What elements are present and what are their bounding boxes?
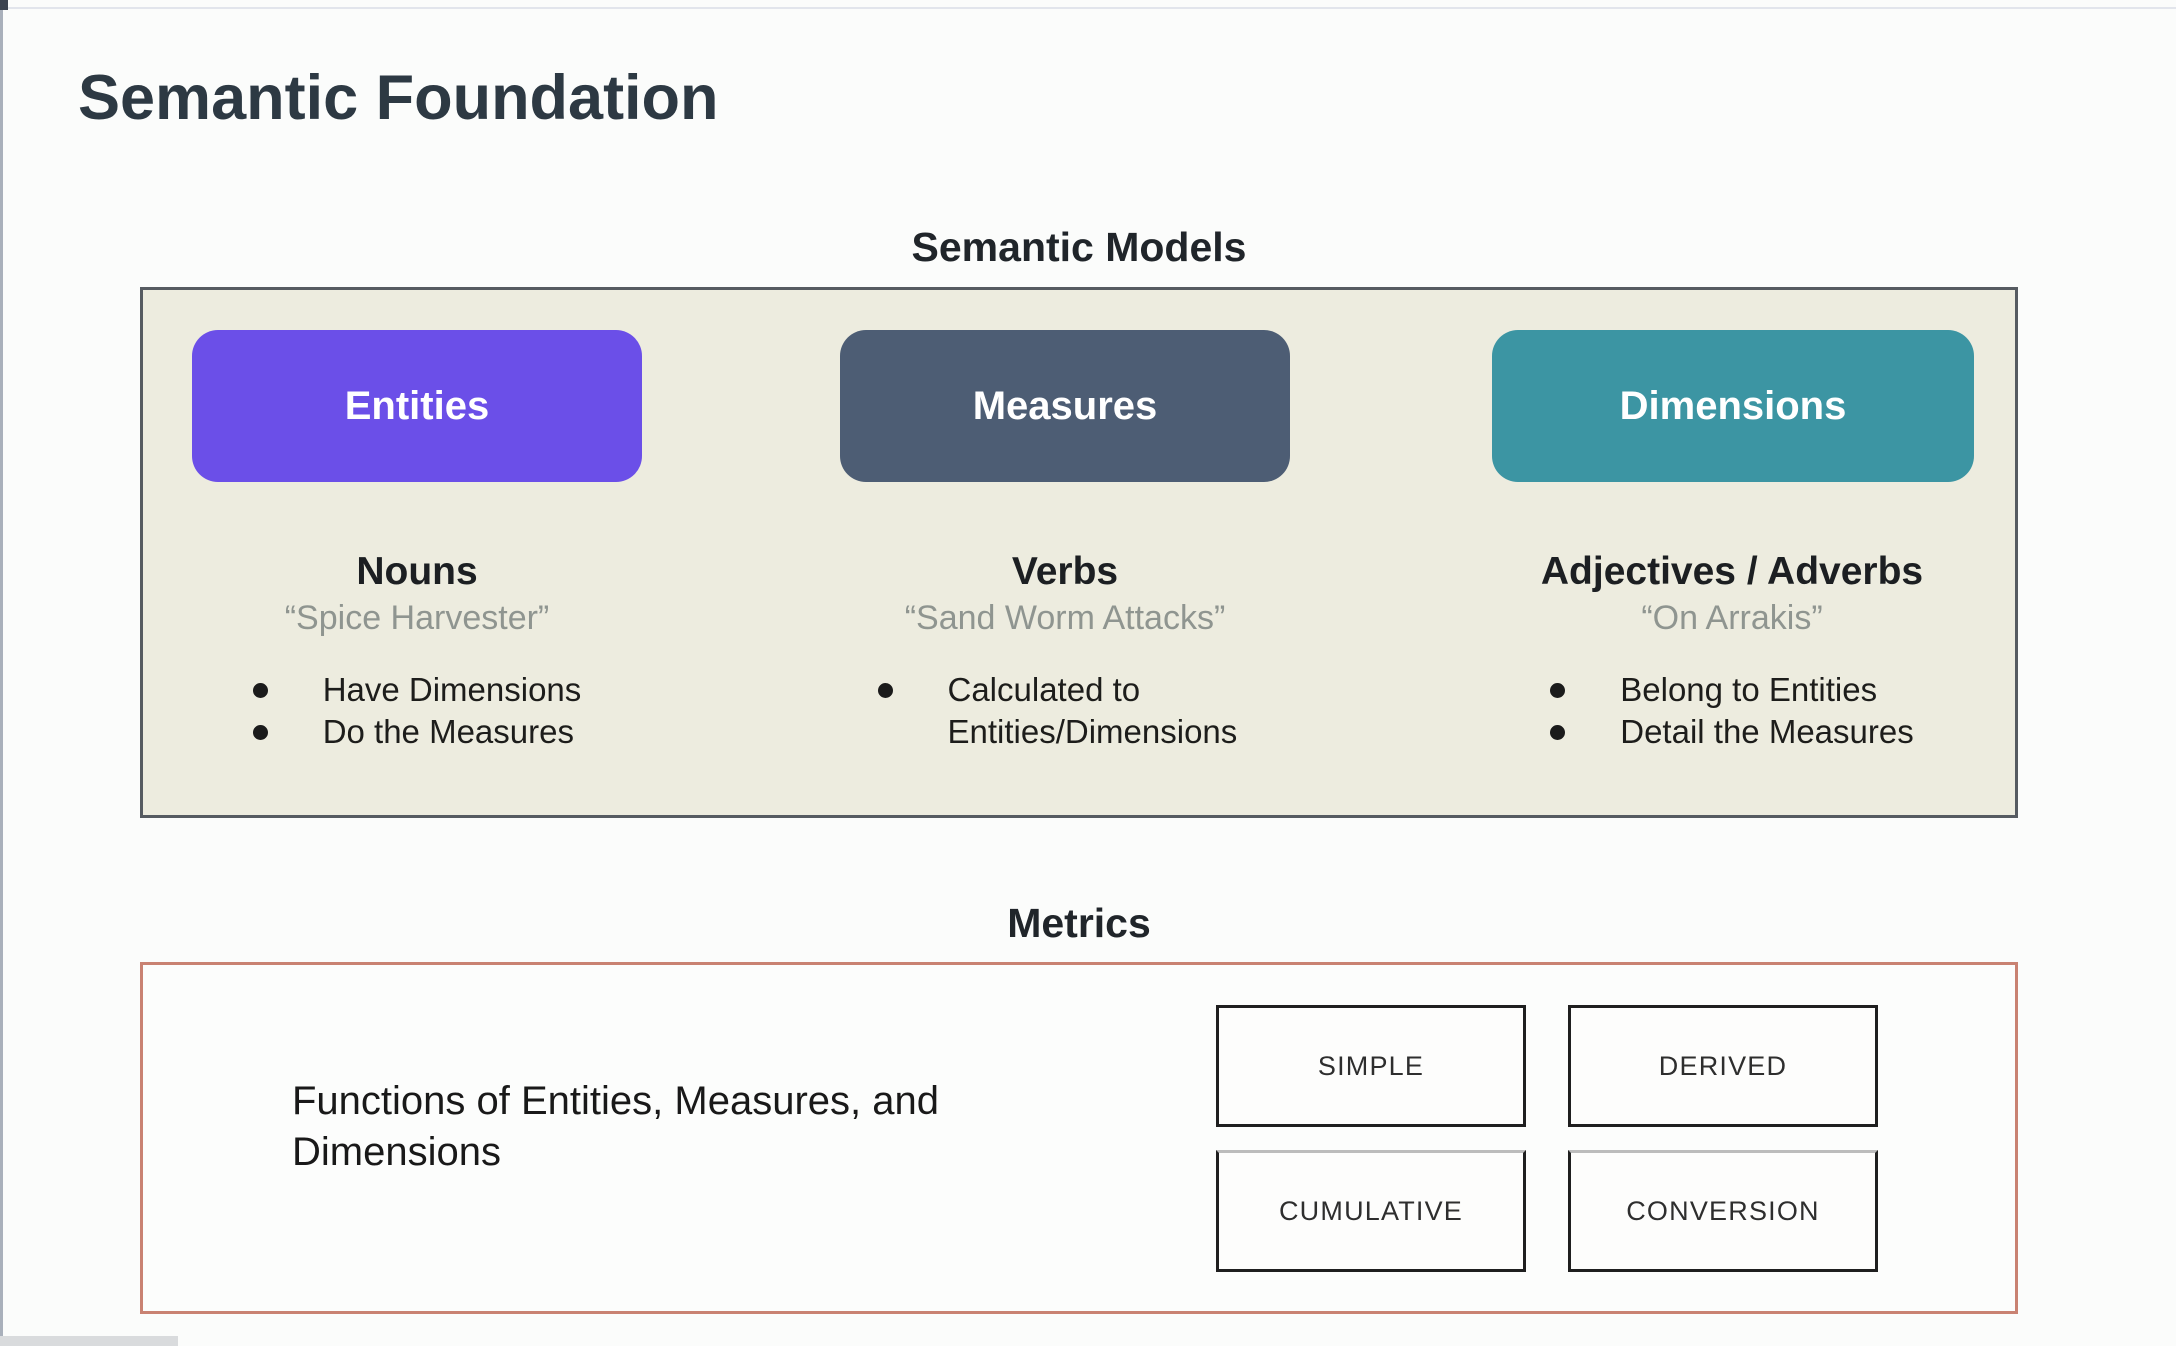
measures-example-quote: “Sand Worm Attacks” [904,598,1226,637]
dimensions-word-type: Adjectives / Adverbs [1540,550,1924,593]
semantic-models-heading: Semantic Models [911,224,1247,270]
dimensions-column: Adjectives / Adverbs “On Arrakis” Belong… [1442,550,2022,753]
metrics-description: Functions of Entities, Measures, and Dim… [292,1079,939,1174]
dimensions-example-quote: “On Arrakis” [1641,598,1823,637]
bullet-item: Detail the Measures [1550,711,1914,753]
metric-type-simple: SIMPLE [1216,1005,1526,1127]
bullet-text: Have Dimensions [322,670,582,708]
dimensions-bullet-list: Belong to Entities Detail the Measures [1550,669,1914,753]
measures-pill-label: Measures [972,383,1158,428]
bullet-item: Calculated to Entities/Dimensions [877,669,1253,753]
bullet-item: Have Dimensions [252,669,582,711]
bullet-dot [252,682,268,698]
metric-type-conversion: CONVERSION [1568,1150,1878,1272]
metric-type-label: CONVERSION [1626,1195,1820,1226]
bottom-left-strip [0,1336,178,1346]
entities-pill-label: Entities [344,383,490,428]
metrics-heading: Metrics [1007,900,1151,946]
bullet-text: Calculated to Entities/Dimensions [947,670,1238,750]
bullet-text: Do the Measures [322,712,574,750]
entities-column: Nouns “Spice Harvester” Have Dimensions … [167,550,667,753]
entities-word-type: Nouns [356,550,478,593]
metric-type-cumulative: CUMULATIVE [1216,1150,1526,1272]
page-title: Semantic Foundation [78,63,719,133]
metric-type-label: DERIVED [1658,1050,1788,1081]
dimensions-pill: Dimensions [1492,330,1974,482]
bullet-dot [877,682,893,698]
window-left-edge [0,0,3,1346]
bullet-item: Belong to Entities [1550,669,1913,711]
measures-bullet-list: Calculated to Entities/Dimensions [877,669,1253,753]
measures-column: Verbs “Sand Worm Attacks” Calculated to … [815,550,1315,753]
entities-example-quote: “Spice Harvester” [284,598,550,637]
window-top-edge [0,7,2176,9]
measures-pill: Measures [840,330,1290,482]
entities-pill: Entities [192,330,642,482]
dimensions-pill-label: Dimensions [1619,383,1847,428]
metric-type-derived: DERIVED [1568,1005,1878,1127]
bullet-text: Belong to Entities [1620,670,1878,708]
entities-bullet-list: Have Dimensions Do the Measures [252,669,582,753]
metric-type-label: CUMULATIVE [1278,1195,1464,1226]
bullet-dot [1550,724,1566,740]
bullet-dot [1550,682,1566,698]
bullet-item: Do the Measures [252,711,582,753]
measures-word-type: Verbs [1011,550,1119,593]
bullet-text: Detail the Measures [1620,712,1914,750]
metric-type-label: SIMPLE [1317,1050,1425,1081]
bullet-dot [252,724,268,740]
window-corner-fragment [0,0,8,10]
